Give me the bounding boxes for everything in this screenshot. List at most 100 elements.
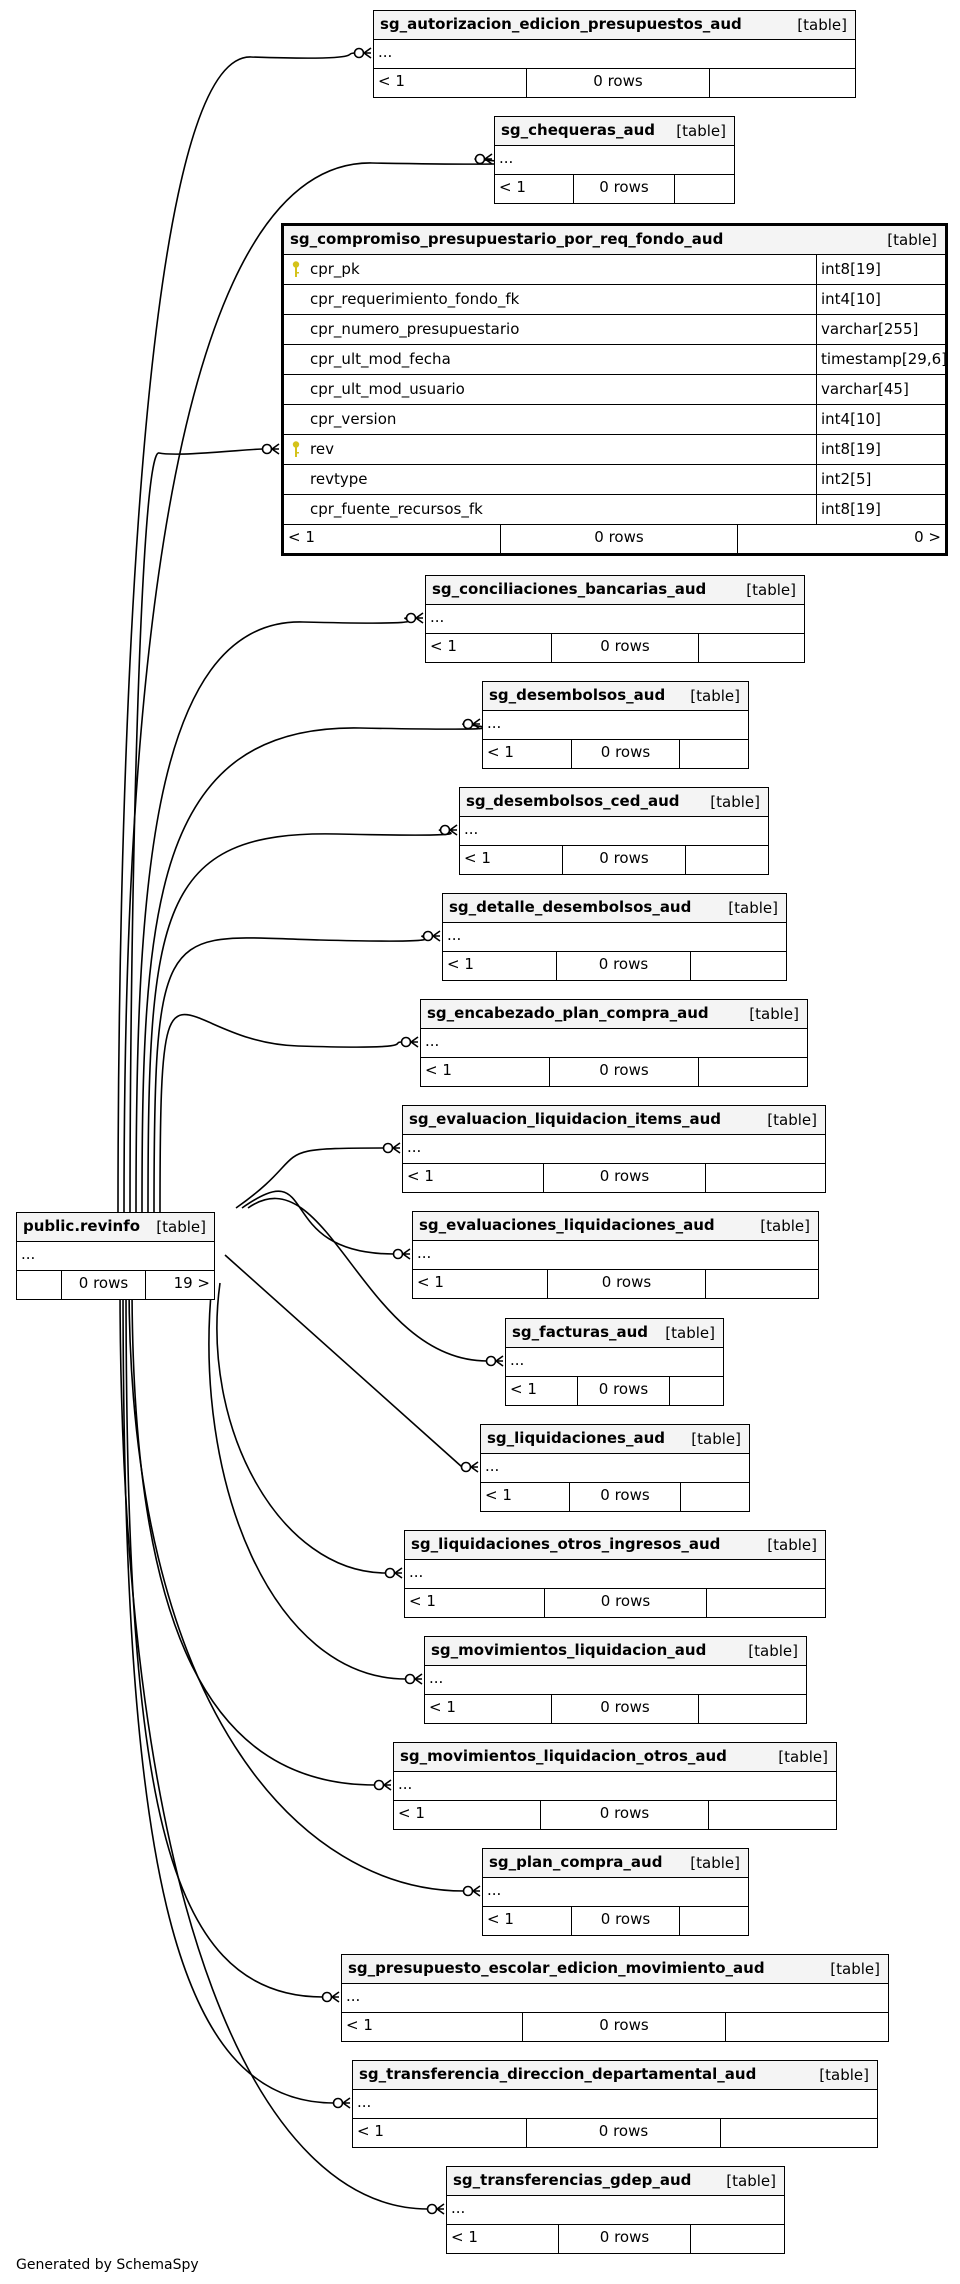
relationship-line bbox=[153, 935, 428, 1213]
table-type: [table] bbox=[156, 1218, 206, 1236]
table-ellipsis: ... bbox=[21, 1245, 36, 1263]
crowfoot-marker bbox=[474, 153, 493, 165]
table-sg-liquidaciones-otros-ingresos-aud[interactable]: sg_liquidaciones_otros_ingresos_aud[tabl… bbox=[404, 1530, 826, 1618]
table-public-revinfo[interactable]: public.revinfo[table] ... 0 rows 19 > bbox=[16, 1212, 215, 1300]
footer-rows: 0 rows bbox=[594, 528, 644, 546]
table-sg-movimientos-liquidacion-aud[interactable]: sg_movimientos_liquidacion_aud[table]...… bbox=[424, 1636, 807, 1724]
table-ellipsis: ... bbox=[451, 2199, 466, 2217]
table-type: [table] bbox=[676, 122, 726, 140]
column-type: timestamp[29,6] bbox=[821, 350, 948, 368]
table-type: [table] bbox=[760, 1217, 810, 1235]
table-sg-liquidaciones-aud[interactable]: sg_liquidaciones_aud [table]... < 1 0 rows bbox=[480, 1424, 750, 1512]
table-type: [table] bbox=[887, 231, 937, 249]
crowfoot-marker bbox=[485, 1355, 504, 1367]
footer-rows: 0 rows bbox=[600, 1592, 651, 1610]
table-ellipsis: ... bbox=[510, 1351, 525, 1369]
column-row[interactable]: cpr_fuente_recursos_fk int8[19] bbox=[284, 495, 945, 525]
footer-left: < 1 bbox=[288, 528, 315, 546]
table-name: sg_detalle_desembolsos_aud bbox=[449, 898, 692, 916]
table-type: [table] bbox=[728, 899, 778, 917]
table-name: sg_facturas_aud bbox=[512, 1323, 649, 1341]
table-ellipsis: ... bbox=[464, 820, 479, 838]
crowfoot-marker bbox=[373, 1779, 392, 1791]
table-type: [table] bbox=[767, 1536, 817, 1554]
table-ellipsis: ... bbox=[378, 43, 393, 61]
footer-left: < 1 bbox=[417, 1273, 444, 1291]
footer-left: < 1 bbox=[378, 72, 405, 90]
crowfoot-marker bbox=[261, 443, 280, 455]
footer-left: < 1 bbox=[485, 1486, 512, 1504]
relationship-line bbox=[235, 1147, 385, 1209]
table-name: public.revinfo bbox=[23, 1217, 141, 1235]
table-ellipsis: ... bbox=[447, 926, 462, 944]
table-type: [table] bbox=[748, 1642, 798, 1660]
footer-rows: 0 rows bbox=[601, 1273, 652, 1291]
table-sg-conciliaciones-bancarias-aud[interactable]: sg_conciliaciones_bancarias_aud[table]..… bbox=[425, 575, 805, 663]
table-sg-presupuesto-escolar-edicion-movimiento-aud[interactable]: sg_presupuesto_escolar_edicion_movimient… bbox=[341, 1954, 889, 2042]
footer-rows: 0 rows bbox=[593, 72, 643, 90]
table-name: sg_evaluacion_liquidacion_items_aud bbox=[409, 1110, 721, 1128]
footer-rows: 0 rows bbox=[598, 1380, 649, 1398]
column-name: cpr_pk bbox=[310, 260, 360, 278]
table-ellipsis: ... bbox=[425, 1032, 440, 1050]
footer-rows: 0 rows bbox=[78, 1274, 129, 1292]
column-row[interactable]: cpr_version int4[10] bbox=[284, 405, 945, 435]
footer-left: < 1 bbox=[425, 1061, 452, 1079]
table-ellipsis: ... bbox=[357, 2093, 372, 2111]
footer-rows: 0 rows bbox=[600, 1486, 650, 1504]
column-type: int4[10] bbox=[821, 410, 881, 428]
column-name: rev bbox=[310, 440, 334, 458]
table-name: sg_liquidaciones_aud bbox=[487, 1429, 666, 1447]
column-type: int8[19] bbox=[821, 500, 881, 518]
table-sg-autorizacion-edicion-presupuestos-aud[interactable]: sg_autorizacion_edicion_presupuestos_aud… bbox=[373, 10, 856, 98]
table-sg-encabezado-plan-compra-aud[interactable]: sg_encabezado_plan_compra_aud[table]...<… bbox=[420, 999, 808, 1087]
crowfoot-marker bbox=[404, 1673, 423, 1685]
crowfoot-marker bbox=[321, 1991, 340, 2003]
table-ellipsis: ... bbox=[398, 1775, 413, 1793]
relationship-line bbox=[135, 617, 411, 1213]
table-sg-compromiso-presupuestario[interactable]: sg_compromiso_presupuestario_por_req_fon… bbox=[281, 223, 948, 556]
table-sg-movimientos-liquidacion-otros-aud[interactable]: sg_movimientos_liquidacion_otros_aud[tab… bbox=[393, 1742, 837, 1830]
column-divider bbox=[816, 495, 817, 524]
column-divider bbox=[816, 375, 817, 404]
relationship-line bbox=[128, 1282, 465, 1892]
table-sg-evaluacion-liquidacion-items-aud[interactable]: sg_evaluacion_liquidacion_items_aud[tabl… bbox=[402, 1105, 826, 1193]
table-type: [table] bbox=[691, 1430, 741, 1448]
footer-left: < 1 bbox=[346, 2016, 373, 2034]
table-sg-transferencia-direccion-departamental-aud[interactable]: sg_transferencia_direccion_departamental… bbox=[352, 2060, 878, 2148]
table-name: sg_conciliaciones_bancarias_aud bbox=[432, 580, 707, 598]
column-name: cpr_fuente_recursos_fk bbox=[310, 500, 483, 518]
table-type: [table] bbox=[726, 2172, 776, 2190]
crowfoot-marker bbox=[422, 930, 441, 942]
column-name: cpr_ult_mod_usuario bbox=[310, 380, 465, 398]
column-name: cpr_version bbox=[310, 410, 397, 428]
table-name: sg_chequeras_aud bbox=[501, 121, 655, 139]
footer-left: < 1 bbox=[451, 2228, 478, 2246]
column-type: int4[10] bbox=[821, 290, 881, 308]
table-ellipsis: ... bbox=[499, 149, 514, 167]
table-sg-evaluaciones-liquidaciones-aud[interactable]: sg_evaluaciones_liquidaciones_aud[table]… bbox=[412, 1211, 819, 1299]
footer-left: < 1 bbox=[487, 1910, 514, 1928]
table-ellipsis: ... bbox=[485, 1457, 500, 1475]
footer-left: < 1 bbox=[499, 178, 526, 196]
table-type: [table] bbox=[746, 581, 796, 599]
table-ellipsis: ... bbox=[417, 1244, 432, 1262]
table-name: sg_autorizacion_edicion_presupuestos_aud bbox=[380, 15, 742, 33]
footer-rows: 0 rows bbox=[600, 1698, 650, 1716]
relationship-line bbox=[241, 1190, 395, 1255]
